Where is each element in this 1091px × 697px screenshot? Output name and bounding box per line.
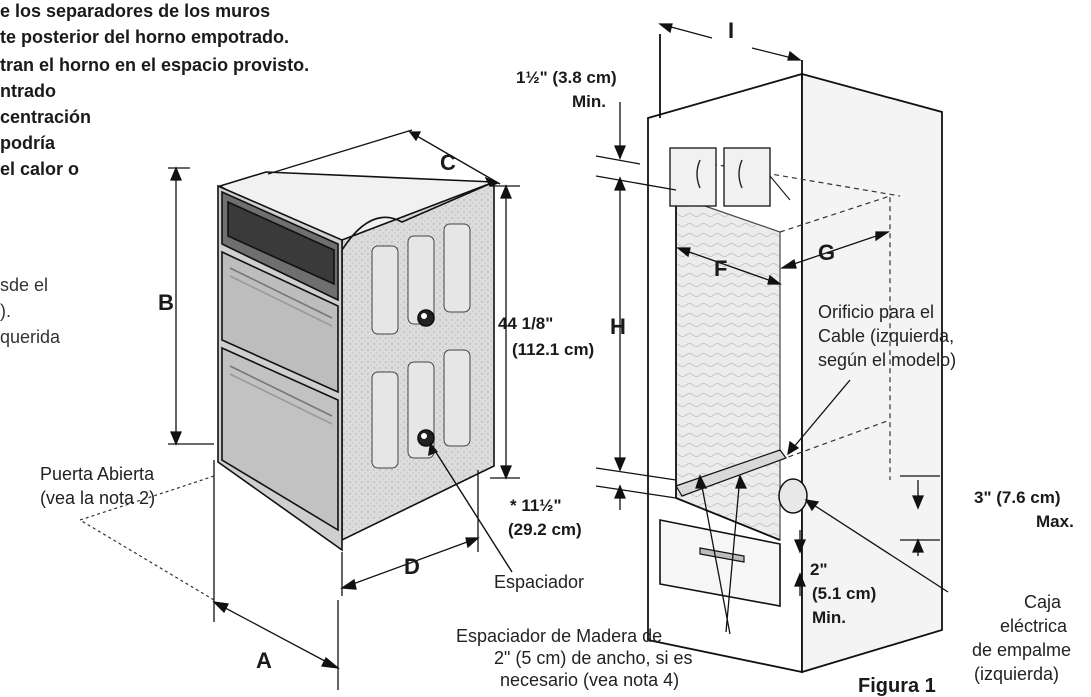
junction-box-line-1: Caja bbox=[1024, 592, 1062, 612]
wood-spacer-line-1: Espaciador de Madera de bbox=[456, 626, 663, 646]
junction-box-line-3: de empalme bbox=[972, 640, 1072, 660]
cable-hole-line-2: Cable (izquierda, bbox=[818, 326, 955, 346]
oven-dimension-lines bbox=[168, 129, 520, 690]
junction-box-line-4: (izquierda) bbox=[974, 664, 1060, 684]
label-b: B bbox=[158, 290, 174, 315]
label-d: D bbox=[404, 554, 420, 579]
label-h: H bbox=[610, 314, 626, 339]
cabinet-dimension-lines bbox=[595, 23, 940, 596]
label-c: C bbox=[440, 150, 456, 175]
wall-oven bbox=[217, 171, 497, 552]
figure-caption: Figura 1 bbox=[858, 675, 936, 697]
spacer-height-cm: (5.1 cm) bbox=[812, 584, 877, 603]
spacer-callout: Espaciador bbox=[494, 572, 585, 592]
cable-hole-line-3: según el modelo) bbox=[818, 350, 957, 370]
intro-line-4: ntrado bbox=[0, 81, 56, 101]
cabinet bbox=[647, 34, 943, 674]
oven-height-in: 44 1/8" bbox=[498, 314, 554, 333]
right-gap-value: 3" (7.6 cm) bbox=[974, 488, 1061, 507]
label-a: A bbox=[256, 648, 272, 673]
wood-spacer-line-3: necesario (vea nota 4) bbox=[500, 670, 680, 690]
side-note-line-3: querida bbox=[0, 327, 61, 347]
cabinet-leaders bbox=[695, 379, 949, 635]
side-note-line-2: ). bbox=[0, 301, 11, 321]
top-clearance-value: 1½" (3.8 cm) bbox=[516, 68, 617, 87]
label-g: G bbox=[818, 240, 836, 265]
intro-line-1: e los separadores de los muros bbox=[0, 1, 271, 21]
oven-height-cm: (112.1 cm) bbox=[512, 340, 595, 359]
label-i: I bbox=[728, 18, 735, 43]
door-open-line-2: (vea la nota 2) bbox=[40, 488, 156, 508]
wood-spacer-line-2: 2" (5 cm) de ancho, si es bbox=[494, 648, 693, 668]
door-open-dotted-line bbox=[78, 475, 215, 601]
spacer-leader-arrow bbox=[428, 442, 438, 456]
door-open-line-1: Puerta Abierta bbox=[40, 464, 155, 484]
spacer-leader bbox=[431, 445, 513, 573]
intro-line-6: podría bbox=[0, 133, 56, 153]
intro-line-5: centración bbox=[0, 107, 92, 127]
side-note-line-1: sde el bbox=[0, 275, 49, 295]
spacer-height-in: 2" bbox=[810, 560, 828, 579]
intro-line-7: el calor o bbox=[0, 159, 80, 179]
junction-box-line-2: eléctrica bbox=[1000, 616, 1068, 636]
right-gap-max: Max. bbox=[1036, 512, 1074, 531]
spacer-height-min: Min. bbox=[812, 608, 846, 627]
intro-line-2: te posterior del horno empotrado. bbox=[0, 27, 290, 47]
bottom-clearance-in: * 11½" bbox=[510, 496, 562, 515]
bottom-clearance-cm: (29.2 cm) bbox=[508, 520, 582, 539]
label-f: F bbox=[714, 256, 728, 281]
cable-hole-line-1: Orificio para el bbox=[818, 302, 935, 322]
top-clearance-min: Min. bbox=[572, 92, 606, 111]
intro-line-3: tran el horno en el espacio provisto. bbox=[0, 55, 310, 75]
